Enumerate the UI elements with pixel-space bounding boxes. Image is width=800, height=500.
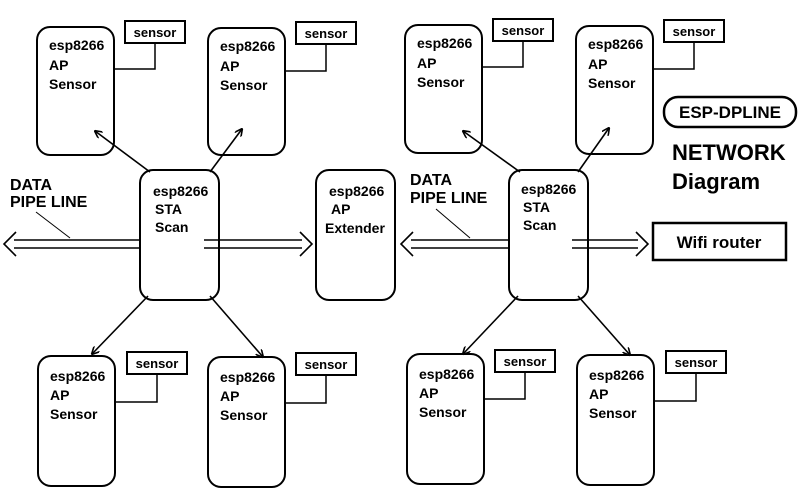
sensor-tag-top-right: sensor (653, 19, 725, 70)
pipe-label-left: DATA PIPE LINE (10, 177, 88, 239)
svg-text:sensor: sensor (136, 356, 179, 371)
svg-text:Sensor: Sensor (220, 77, 268, 93)
ap-sensor-node-bottom-left: esp8266 AP Sensor (37, 355, 116, 487)
title-badge-text: ESP-DPLINE (679, 103, 781, 122)
svg-text:DATA: DATA (10, 177, 53, 194)
link-arrow (209, 295, 263, 357)
svg-text:esp8266: esp8266 (419, 366, 474, 382)
svg-text:esp8266: esp8266 (417, 35, 472, 51)
svg-text:sensor: sensor (134, 25, 177, 40)
svg-text:esp8266: esp8266 (329, 183, 384, 199)
svg-text:Sensor: Sensor (419, 404, 467, 420)
sensor-tag-top-mid-left: sensor (285, 21, 357, 72)
ap-sensor-node-top-mid-left: esp8266 AP Sensor (207, 27, 286, 156)
ap-sensor-node-top-right: esp8266 AP Sensor (575, 25, 654, 155)
ap-sensor-node-bottom-mid-left: esp8266 AP Sensor (207, 356, 286, 488)
ap-sensor-node-top-left: esp8266 AP Sensor (36, 26, 115, 156)
link-arrow (209, 129, 242, 173)
svg-text:esp8266: esp8266 (50, 368, 105, 384)
svg-text:Sensor: Sensor (589, 405, 637, 421)
pipe-arrow-extender-to-right (399, 231, 509, 257)
svg-text:AP: AP (50, 387, 69, 403)
sensor-tag-bottom-mid-left: sensor (285, 352, 357, 404)
svg-text:DATA: DATA (410, 172, 453, 189)
sensor-links (92, 128, 630, 357)
svg-text:Sensor: Sensor (49, 76, 97, 92)
diagram-title-line1: NETWORK (672, 140, 786, 165)
svg-text:sensor: sensor (675, 355, 718, 370)
svg-text:AP: AP (589, 386, 608, 402)
link-arrow (577, 295, 630, 355)
svg-text:Sensor: Sensor (50, 406, 98, 422)
svg-text:AP: AP (417, 55, 436, 71)
sensor-tag-bottom-left: sensor (115, 351, 188, 403)
pipe-arrow-left-to-extender (204, 231, 314, 257)
svg-text:Extender: Extender (325, 220, 385, 236)
svg-text:AP: AP (220, 388, 239, 404)
diagram-title-line2: Diagram (672, 169, 760, 194)
svg-text:STA: STA (155, 201, 182, 217)
svg-text:Sensor: Sensor (417, 74, 465, 90)
svg-text:AP: AP (331, 201, 350, 217)
pipe-arrow-to-wifi-router (572, 231, 650, 257)
svg-text:sensor: sensor (305, 26, 348, 41)
svg-text:PIPE LINE: PIPE LINE (10, 194, 88, 211)
svg-text:esp8266: esp8266 (220, 369, 275, 385)
wifi-router-node: Wifi router (651, 221, 788, 262)
svg-text:esp8266: esp8266 (220, 38, 275, 54)
svg-text:AP: AP (49, 57, 68, 73)
svg-text:sensor: sensor (305, 357, 348, 372)
sensor-tag-bottom-right: sensor (654, 350, 727, 402)
sensor-tag-top-left: sensor (114, 20, 186, 70)
svg-text:AP: AP (220, 58, 239, 74)
link-arrow (463, 131, 521, 173)
svg-text:sensor: sensor (502, 23, 545, 38)
svg-text:PIPE LINE: PIPE LINE (410, 190, 488, 207)
svg-text:Scan: Scan (155, 219, 188, 235)
ap-sensor-node-top-mid-right: esp8266 AP Sensor (404, 24, 483, 154)
svg-text:esp8266: esp8266 (521, 181, 576, 197)
link-arrow (463, 295, 519, 354)
title-badge: ESP-DPLINE (662, 95, 798, 129)
pipe-arrow-far-left (2, 231, 140, 257)
ap-extender-node: esp8266 AP Extender (315, 169, 396, 301)
svg-text:Scan: Scan (523, 217, 556, 233)
svg-text:sensor: sensor (504, 354, 547, 369)
svg-text:sensor: sensor (673, 24, 716, 39)
svg-text:esp8266: esp8266 (49, 37, 104, 53)
sensor-tag-top-mid-right: sensor (482, 18, 554, 68)
link-arrow (92, 295, 149, 354)
sta-scan-node-left: esp8266 STA Scan (139, 169, 220, 301)
ap-sensor-node-bottom-right: esp8266 AP Sensor (576, 354, 655, 486)
ap-sensor-node-bottom-mid-right: esp8266 AP Sensor (406, 353, 485, 485)
svg-text:AP: AP (588, 56, 607, 72)
pipe-label-right: DATA PIPE LINE (410, 172, 488, 239)
svg-text:esp8266: esp8266 (588, 36, 643, 52)
svg-text:STA: STA (523, 199, 550, 215)
svg-text:Sensor: Sensor (220, 407, 268, 423)
svg-text:Sensor: Sensor (588, 75, 636, 91)
svg-text:Wifi router: Wifi router (677, 233, 762, 252)
sensor-tag-bottom-mid-right: sensor (484, 349, 556, 400)
svg-text:esp8266: esp8266 (589, 367, 644, 383)
svg-text:AP: AP (419, 385, 438, 401)
link-arrow (577, 128, 609, 173)
link-arrow (95, 131, 151, 173)
svg-text:esp8266: esp8266 (153, 183, 208, 199)
sta-scan-node-right: esp8266 STA Scan (508, 169, 589, 301)
